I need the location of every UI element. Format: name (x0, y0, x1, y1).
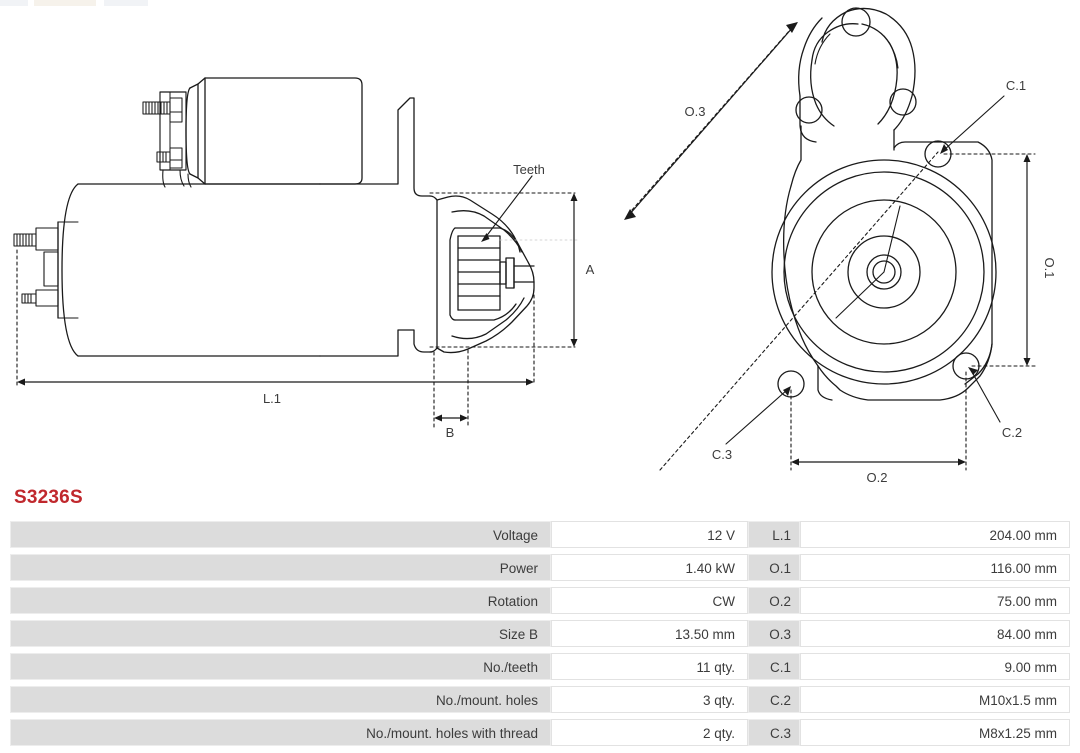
spec-row-value: 11 qty. (551, 653, 748, 680)
label-o2: O.2 (867, 470, 888, 485)
spec-row-label: No./mount. holes (10, 686, 551, 713)
spec-row-code: O.3 (748, 620, 800, 647)
spec-row-dimension: M8x1.25 mm (800, 719, 1070, 746)
spec-row-label: Power (10, 554, 551, 581)
spec-row-dimension-cell: M10x1.5 mm (800, 683, 1070, 716)
label-c2: C.2 (1002, 425, 1022, 440)
spec-row-code-cell: C.2 (748, 683, 800, 716)
spec-row-dimension-cell: 116.00 mm (800, 551, 1070, 584)
end-view-dimensions (624, 21, 1036, 471)
spec-row-dimension: 75.00 mm (800, 587, 1070, 614)
label-a: A (586, 262, 595, 277)
spec-row-dimension: 204.00 mm (800, 521, 1070, 548)
spec-row-value: 12 V (551, 521, 748, 548)
side-view-dimensions (16, 175, 578, 429)
spec-row-label-cell: Rotation (10, 584, 551, 617)
spec-row-value-cell: 3 qty. (551, 683, 748, 716)
spec-row-dimension-cell: 75.00 mm (800, 584, 1070, 617)
label-b: B (446, 425, 455, 440)
label-teeth: Teeth (513, 162, 545, 177)
label-o3: O.3 (685, 104, 706, 119)
spec-row-label-cell: Voltage (10, 518, 551, 551)
spec-row-label-cell: Size B (10, 617, 551, 650)
spec-row-label-cell: Power (10, 551, 551, 584)
spec-row-code: C.3 (748, 719, 800, 746)
spec-row-value-cell: 1.40 kW (551, 551, 748, 584)
spec-row-value: 2 qty. (551, 719, 748, 746)
starter-end-view (771, 7, 997, 401)
spec-row-value: 13.50 mm (551, 620, 748, 647)
spec-row-label: Size B (10, 620, 551, 647)
spec-row-dimension: M10x1.5 mm (800, 686, 1070, 713)
spec-row-dimension-cell: M8x1.25 mm (800, 716, 1070, 749)
spec-row-label: Voltage (10, 521, 551, 548)
spec-row-code-cell: O.3 (748, 617, 800, 650)
spec-row-value: 1.40 kW (551, 554, 748, 581)
spec-row-dimension-cell: 9.00 mm (800, 650, 1070, 683)
spec-row-value-cell: 13.50 mm (551, 617, 748, 650)
spec-row-dimension: 116.00 mm (800, 554, 1070, 581)
spec-row-dimension: 84.00 mm (800, 620, 1070, 647)
spec-row-code: O.1 (748, 554, 800, 581)
browser-chrome-artifact (0, 0, 200, 6)
label-o1: O.1 (1042, 258, 1057, 279)
spec-row-code-cell: L.1 (748, 518, 800, 551)
part-number: S3236S (14, 487, 83, 508)
spec-row-value-cell: 2 qty. (551, 716, 748, 749)
spec-row-code-cell: O.1 (748, 551, 800, 584)
spec-row-code-cell: C.1 (748, 650, 800, 683)
spec-row-label-cell: No./mount. holes (10, 683, 551, 716)
spec-row-code: O.2 (748, 587, 800, 614)
label-l1: L.1 (263, 391, 281, 406)
spec-row-code: C.1 (748, 653, 800, 680)
starter-side-view (13, 77, 581, 357)
spec-row-code: C.2 (748, 686, 800, 713)
spec-row-value: CW (551, 587, 748, 614)
spec-row-label: Rotation (10, 587, 551, 614)
spec-row-value: 3 qty. (551, 686, 748, 713)
label-c1: C.1 (1006, 78, 1026, 93)
spec-row-label: No./teeth (10, 653, 551, 680)
spec-row-code-cell: C.3 (748, 716, 800, 749)
spec-row-value-cell: CW (551, 584, 748, 617)
spec-row-dimension-cell: 204.00 mm (800, 518, 1070, 551)
spec-row-code: L.1 (748, 521, 800, 548)
spec-row-value-cell: 12 V (551, 518, 748, 551)
spec-row-label-cell: No./mount. holes with thread (10, 716, 551, 749)
technical-drawing: Teeth A B L.1 O.1 O.2 O.3 C.1 C.2 C.3 (13, 7, 1057, 485)
spec-row-dimension: 9.00 mm (800, 653, 1070, 680)
spec-row-label-cell: No./teeth (10, 650, 551, 683)
spec-row-dimension-cell: 84.00 mm (800, 617, 1070, 650)
spec-row-value-cell: 11 qty. (551, 650, 748, 683)
label-c3: C.3 (712, 447, 732, 462)
spec-row-code-cell: O.2 (748, 584, 800, 617)
spec-row-label: No./mount. holes with thread (10, 719, 551, 746)
